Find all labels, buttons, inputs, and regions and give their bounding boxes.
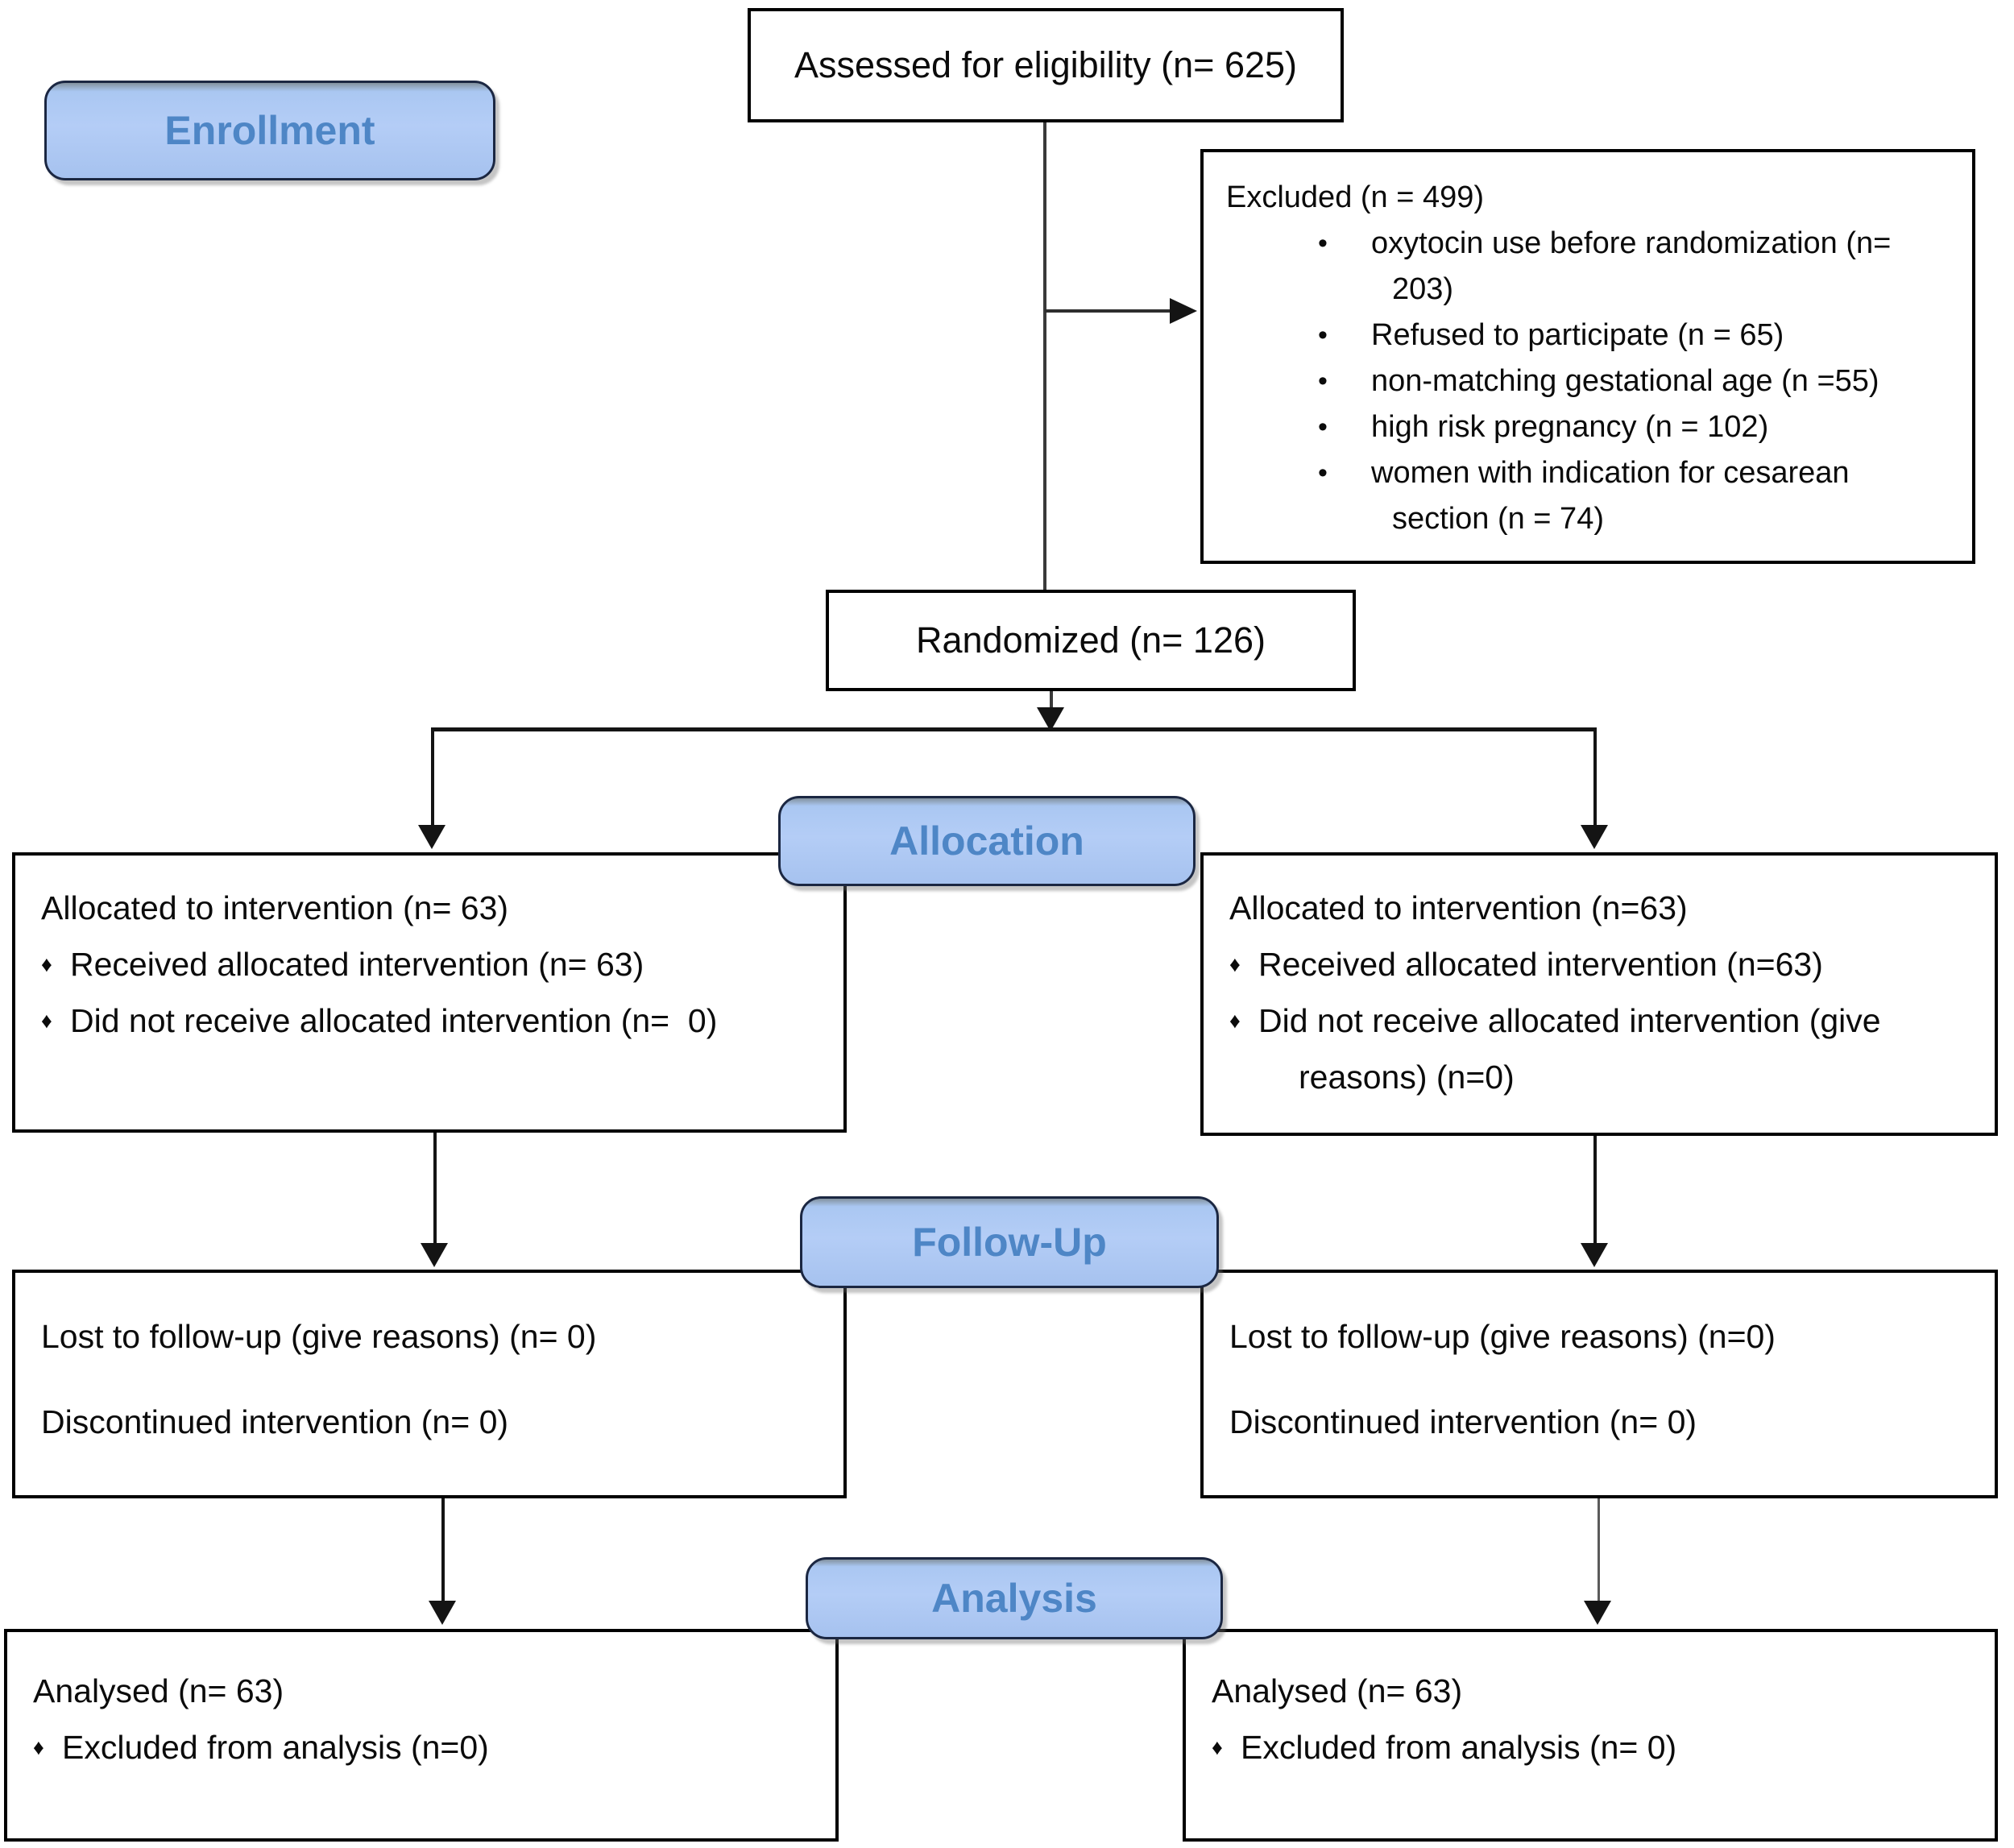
arrowhead-followup-right-icon (1581, 1243, 1608, 1267)
diamond-bullet-icon: ♦ (1212, 1735, 1223, 1759)
excluded-item-text: Refused to participate (n = 65) (1371, 318, 1784, 352)
excluded-title: Excluded (n = 499) (1226, 180, 1485, 214)
arrowhead-analysis-right-icon (1584, 1601, 1611, 1625)
followup-label-text: Follow-Up (912, 1220, 1107, 1265)
diamond-bullet-icon: ♦ (41, 1009, 52, 1033)
round-bullet-icon: • (1318, 458, 1328, 488)
connector-followup-to-analysis-right (1598, 1493, 1600, 1603)
excluded-box: Excluded (n = 499) • oxytocin use before… (1200, 149, 1975, 564)
allocation-left-item-text: Received allocated intervention (n= 63) (70, 946, 644, 983)
followup-right-line: Discontinued intervention (n= 0) (1229, 1403, 1697, 1440)
stage-label-analysis: Analysis (806, 1557, 1223, 1639)
excluded-item-text: non-matching gestational age (n =55) (1371, 364, 1879, 398)
followup-left-line: Discontinued intervention (n= 0) (41, 1403, 509, 1440)
excluded-item-text: oxytocin use before randomization (n= 20… (1371, 226, 1900, 306)
randomized-text: Randomized (n= 126) (915, 619, 1266, 661)
diamond-bullet-icon: ♦ (33, 1735, 44, 1759)
excluded-item-text: women with indication for cesarean secti… (1371, 456, 1859, 536)
arrowhead-analysis-left-icon (429, 1601, 456, 1625)
diamond-bullet-icon: ♦ (41, 952, 52, 976)
list-item: ♦ Received allocated intervention (n=63) (1229, 936, 1977, 992)
analysis-right-item-text: Excluded from analysis (n= 0) (1241, 1729, 1677, 1766)
allocation-right-title: Allocated to intervention (n=63) (1229, 889, 1688, 926)
stage-label-followup: Follow-Up (800, 1196, 1219, 1288)
list-item: ♦ Excluded from analysis (n= 0) (1212, 1719, 1977, 1775)
enrollment-label-text: Enrollment (164, 108, 375, 153)
assessed-eligibility-text: Assessed for eligibility (n= 625) (794, 44, 1298, 85)
assessed-eligibility-box: Assessed for eligibility (n= 625) (748, 8, 1344, 122)
allocation-label-text: Allocation (889, 818, 1084, 864)
connector-allocation-to-followup-left (433, 1133, 437, 1245)
analysis-right-title: Analysed (n= 63) (1212, 1672, 1463, 1709)
allocation-right-item-text: Did not receive allocated intervention (… (1258, 1002, 1890, 1096)
stage-label-allocation: Allocation (778, 796, 1196, 886)
randomized-box: Randomized (n= 126) (826, 590, 1356, 691)
allocation-right-item-text: Received allocated intervention (n=63) (1258, 946, 1823, 983)
connector-followup-to-analysis-left (441, 1498, 445, 1603)
allocation-right-box: Allocated to intervention (n=63) ♦ Recei… (1200, 852, 1998, 1136)
connector-assessed-to-randomized (1043, 122, 1046, 591)
list-item: • oxytocin use before randomization (n= … (1307, 221, 1954, 313)
analysis-left-box: Analysed (n= 63) ♦ Excluded from analysi… (4, 1629, 839, 1842)
list-item: ♦ Excluded from analysis (n=0) (33, 1719, 818, 1775)
analysis-left-title: Analysed (n= 63) (33, 1672, 284, 1709)
connector-to-excluded (1045, 309, 1172, 313)
list-item: • non-matching gestational age (n =55) (1307, 358, 1954, 404)
connector-split-horizontal (431, 727, 1597, 731)
list-item: • women with indication for cesarean sec… (1307, 450, 1954, 542)
list-item: ♦ Received allocated intervention (n= 63… (41, 936, 826, 992)
connector-split-left (431, 727, 434, 827)
connector-allocation-to-followup-right (1593, 1136, 1597, 1245)
diamond-bullet-icon: ♦ (1229, 952, 1241, 976)
list-item: ♦ Did not receive allocated intervention… (1229, 992, 1977, 1105)
connector-randomized-down (1050, 691, 1053, 714)
arrowhead-excluded-icon (1170, 298, 1197, 324)
list-item: • high risk pregnancy (n = 102) (1307, 404, 1954, 450)
round-bullet-icon: • (1318, 228, 1328, 259)
arrowhead-allocation-left-icon (418, 825, 445, 849)
arrowhead-followup-left-icon (421, 1243, 448, 1267)
followup-right-line: Lost to follow-up (give reasons) (n=0) (1229, 1318, 1776, 1355)
list-item: • Refused to participate (n = 65) (1307, 313, 1954, 358)
diamond-bullet-icon: ♦ (1229, 1009, 1241, 1033)
analysis-left-item-text: Excluded from analysis (n=0) (62, 1729, 489, 1766)
followup-right-box: Lost to follow-up (give reasons) (n=0) D… (1200, 1270, 1998, 1498)
round-bullet-icon: • (1318, 320, 1328, 350)
connector-split-right (1593, 727, 1597, 827)
excluded-item-text: high risk pregnancy (n = 102) (1371, 410, 1769, 444)
arrowhead-allocation-right-icon (1581, 825, 1608, 849)
round-bullet-icon: • (1318, 366, 1328, 396)
followup-left-line: Lost to follow-up (give reasons) (n= 0) (41, 1318, 597, 1355)
followup-left-box: Lost to follow-up (give reasons) (n= 0) … (12, 1270, 847, 1498)
list-item: ♦ Did not receive allocated intervention… (41, 992, 826, 1049)
stage-label-enrollment: Enrollment (44, 81, 495, 180)
round-bullet-icon: • (1318, 412, 1328, 442)
analysis-label-text: Analysis (931, 1576, 1097, 1621)
allocation-left-title: Allocated to intervention (n= 63) (41, 889, 509, 926)
analysis-right-box: Analysed (n= 63) ♦ Excluded from analysi… (1183, 1629, 1998, 1842)
allocation-left-box: Allocated to intervention (n= 63) ♦ Rece… (12, 852, 847, 1133)
allocation-left-item-text: Did not receive allocated intervention (… (70, 1002, 718, 1039)
